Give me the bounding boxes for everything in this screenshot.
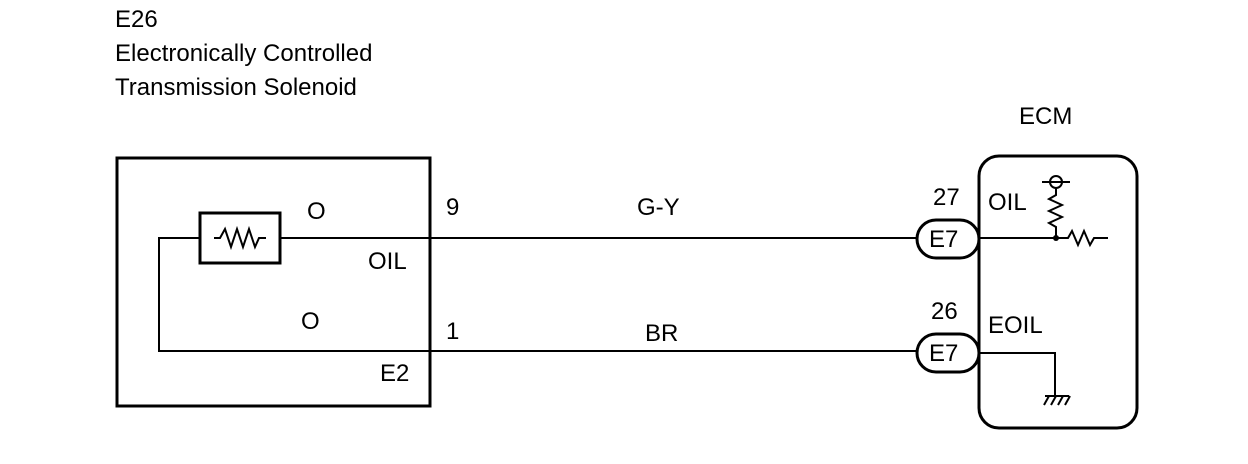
- solenoid-internal-wire: [158, 237, 430, 352]
- connector-e7-bottom-label: E7: [929, 340, 959, 367]
- pin-right-27: 27: [933, 184, 960, 211]
- component-code: E26: [115, 6, 158, 33]
- wire-color-br: BR: [645, 320, 679, 347]
- component-name-line1: Electronically Controlled: [115, 40, 373, 67]
- solenoid-box: [115, 156, 432, 408]
- ecm-terminal-eoil-label: EOIL: [988, 312, 1043, 339]
- solenoid-terminal-e2-label: E2: [380, 360, 410, 387]
- wire-color-g-y: G-Y: [637, 194, 680, 221]
- ecm-box: [977, 154, 1139, 430]
- ecm-eoil-wire: [979, 352, 1056, 395]
- pin-right-26: 26: [931, 298, 958, 325]
- solenoid-marker-lower: O: [301, 308, 320, 335]
- pin-left-1: 1: [446, 318, 460, 345]
- ground-icon-hatch-2: [1050, 395, 1057, 406]
- solenoid-resistor-zigzag: [214, 225, 266, 251]
- solenoid-marker-upper: O: [307, 198, 326, 225]
- solenoid-terminal-oil-label: OIL: [368, 248, 407, 275]
- ground-icon-hatch-1: [1043, 395, 1050, 406]
- component-name-line2: Transmission Solenoid: [115, 74, 357, 101]
- ground-icon-hatch-3: [1057, 395, 1064, 406]
- ecm-terminal-oil-label: OIL: [988, 189, 1027, 216]
- connector-e7-top-label: E7: [929, 226, 959, 253]
- ground-icon-hatch-4: [1064, 395, 1071, 406]
- ecm-input-resistor-icon: [1056, 228, 1108, 248]
- pin-left-9: 9: [446, 194, 460, 221]
- ecm-pullup-resistor-icon: [1046, 188, 1065, 238]
- ecm-label: ECM: [1019, 103, 1073, 130]
